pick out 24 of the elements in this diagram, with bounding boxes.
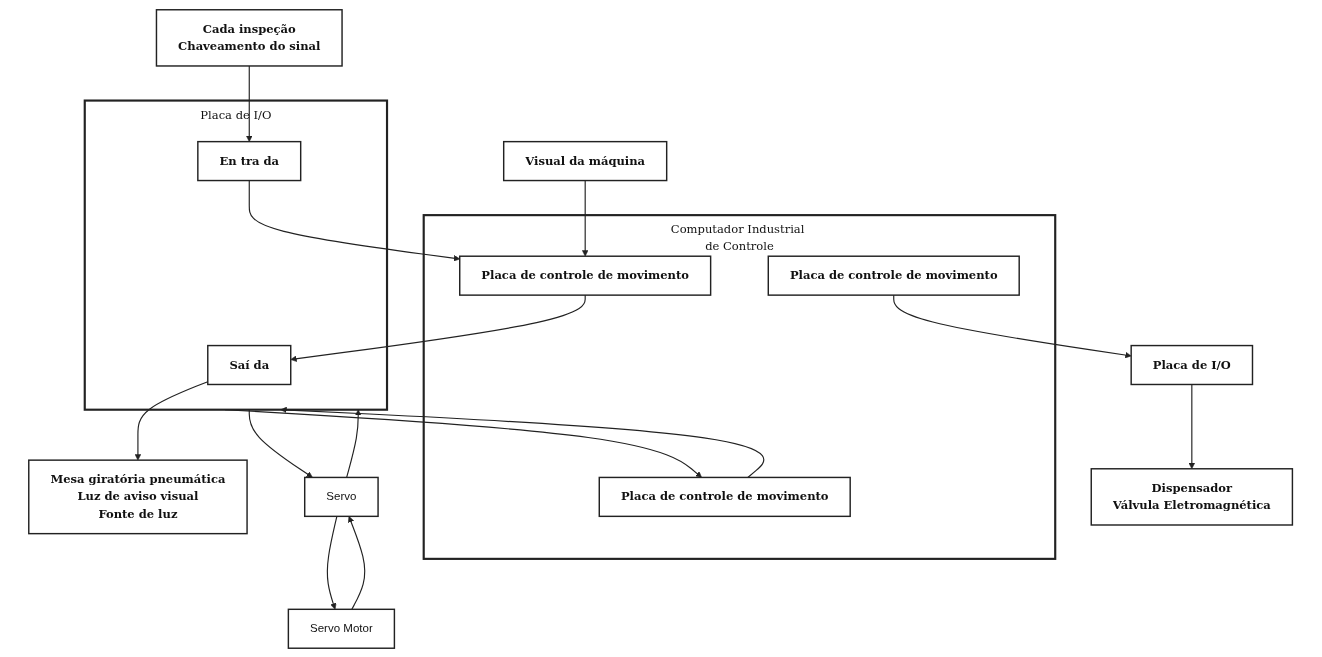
node-box: Servo Motor (288, 608, 396, 649)
arrow (893, 294, 1132, 358)
arrow (348, 515, 366, 610)
node-box: Placa de controle de movimento (459, 255, 712, 296)
node-box: Dispensador Válvula Eletromagnética (1090, 467, 1294, 526)
arrow (280, 406, 765, 478)
node-box: Placa de controle de movimento (767, 255, 1021, 296)
node-box: Servo (304, 476, 380, 517)
node-box: Placa de I/O (1130, 344, 1254, 385)
node-box: Placa de controle de movimento (598, 476, 852, 517)
node-box: Visual da máquina (503, 140, 668, 181)
arrow (224, 408, 703, 478)
arrow (582, 179, 589, 256)
arrow (249, 179, 461, 261)
node-box: En tra da (197, 140, 302, 181)
node-box: Cada inspeção Chaveamento do sinal (156, 8, 344, 67)
node-box: Saí da (207, 344, 292, 385)
arrow (249, 408, 314, 478)
arrow (327, 515, 338, 610)
node-box: Mesa giratória pneumática Luz de aviso visual Fonte de luz (28, 458, 249, 534)
arrow (135, 380, 209, 460)
arrow (246, 64, 253, 142)
arrow (346, 408, 362, 478)
arrow (1189, 383, 1196, 469)
